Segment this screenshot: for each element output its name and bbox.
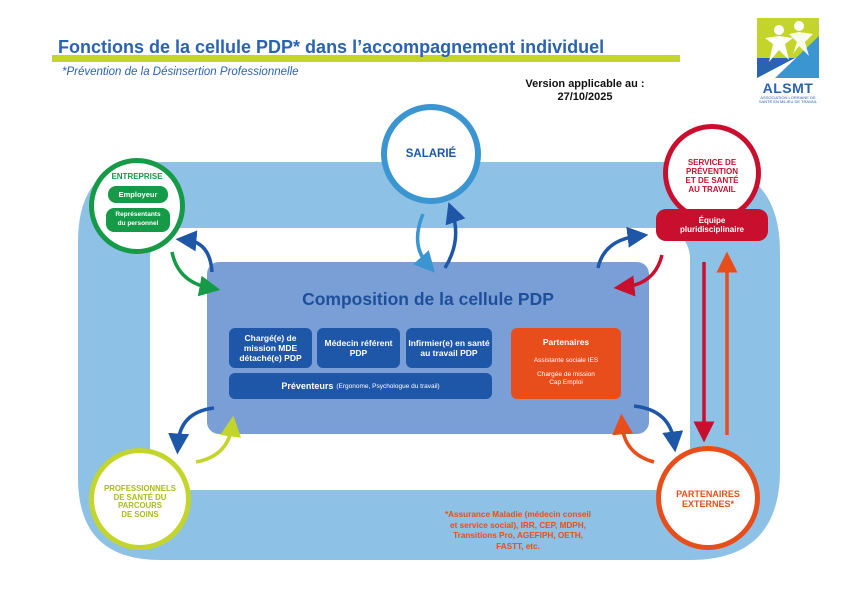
footnote-line3: Transitions Pro, AGEFIPH, OETH, — [453, 531, 583, 540]
pro-sante-line2: DE SANTÉ DU — [113, 492, 167, 502]
pro-sante-circle — [89, 448, 191, 550]
spst-line2: PRÉVENTION — [685, 167, 738, 176]
representants-line2: du personnel — [117, 219, 159, 227]
spst-line1: SERVICE DE — [687, 158, 737, 167]
partenaires-externes-title: PARTENAIRES EXTERNES* — [656, 489, 760, 509]
externes-line1: PARTENAIRES — [676, 489, 740, 499]
footnote-line4: FASTT, etc. — [496, 541, 540, 551]
representants-pill: Représentants du personnel — [106, 208, 170, 232]
pro-sante-line3: PARCOURS — [117, 501, 163, 510]
logo-tagline: ASSOCIATION LORRAINE DE SANTÉ EN MILIEU … — [758, 95, 818, 104]
title-underline — [52, 55, 680, 62]
pro-sante-line4: DE SOINS — [121, 509, 159, 519]
arrow-externes-to-cellule — [612, 413, 655, 464]
version-label: Version applicable au : — [525, 78, 645, 90]
arrow-cellule-to-salarie — [443, 202, 466, 269]
spst-title: SERVICE DE PRÉVENTION ET DE SANTÉ AU TRA… — [663, 158, 761, 194]
arrow-pro-sante-to-cellule — [195, 415, 242, 464]
entreprise-title: ENTREPRISE — [111, 172, 163, 181]
preventeurs-bar: Préventeurs (Ergonome, Psychologue du tr… — [229, 373, 492, 399]
arrow-entreprise-to-cellule — [170, 251, 221, 297]
footnote: *Assurance Maladie (médecin conseil et s… — [428, 510, 608, 552]
footnote-line2: et service social), IRR, CEP, MDPH, — [450, 520, 586, 530]
arrow-salarie-to-cellule — [413, 213, 436, 273]
logo-name: ALSMT — [762, 80, 814, 96]
partenaires-line2: Chargée de mission — [537, 371, 595, 378]
preventeurs-detail: (Ergonome, Psychologue du travail) — [336, 382, 440, 390]
preventeurs-label: Préventeurs — [281, 381, 334, 391]
arrow-cellule-to-spst — [596, 226, 649, 269]
spst-line3: ET DE SANTÉ — [685, 176, 739, 185]
arrow-cellule-to-entreprise — [175, 230, 214, 273]
spst-line4: AU TRAVAIL — [688, 185, 736, 194]
partenaires-line1: Assistante sociale IES — [533, 357, 599, 364]
equipe-pluridisciplinaire: Équipe pluridisciplinaire — [656, 209, 768, 241]
footnote-line1: *Assurance Maladie (médecin conseil — [444, 510, 592, 519]
partenaires-externes-circle — [656, 446, 760, 550]
salarie-title: SALARIÉ — [405, 148, 457, 160]
role-medecin: Médecin référent PDP — [317, 328, 400, 368]
representants-line1: Représentants — [115, 211, 161, 218]
cellule-pdp-title: Composition de la cellule PDP — [302, 289, 554, 309]
arrow-spst-to-cellule — [613, 254, 664, 297]
arrow-cellule-to-pro-sante — [168, 406, 215, 455]
partenaires-box: Partenaires Assistante sociale IES Charg… — [511, 328, 621, 399]
version-info: Version applicable au : 27/10/2025 — [520, 78, 650, 104]
partenaires-line3: Cap Emploi — [549, 379, 583, 386]
arrow-cellule-to-externes — [633, 404, 684, 453]
alsmt-logo — [757, 18, 819, 78]
partenaires-title: Partenaires — [542, 337, 590, 347]
externes-line2: EXTERNES* — [681, 499, 734, 509]
employeur-pill: Employeur — [108, 186, 168, 203]
equipe-line2: pluridisciplinaire — [679, 225, 744, 234]
entreprise-circle — [89, 158, 185, 254]
salarie-circle — [381, 104, 481, 204]
role-charge-mission: Chargé(e) de mission MDE détaché(e) PDP — [229, 328, 312, 368]
pro-sante-title: PROFESSIONNELS DE SANTÉ DU PARCOURS DE S… — [89, 484, 191, 519]
role-infirmier: Infirmier(e) en santé au travail PDP — [406, 328, 492, 368]
version-date: 27/10/2025 — [557, 91, 613, 103]
pro-sante-line1: PROFESSIONNELS — [104, 484, 176, 493]
equipe-line1: Équipe — [698, 216, 726, 225]
page-subtitle: *Prévention de la Désinsertion Professio… — [62, 66, 299, 78]
page-title: Fonctions de la cellule PDP* dans l’acco… — [58, 37, 605, 57]
